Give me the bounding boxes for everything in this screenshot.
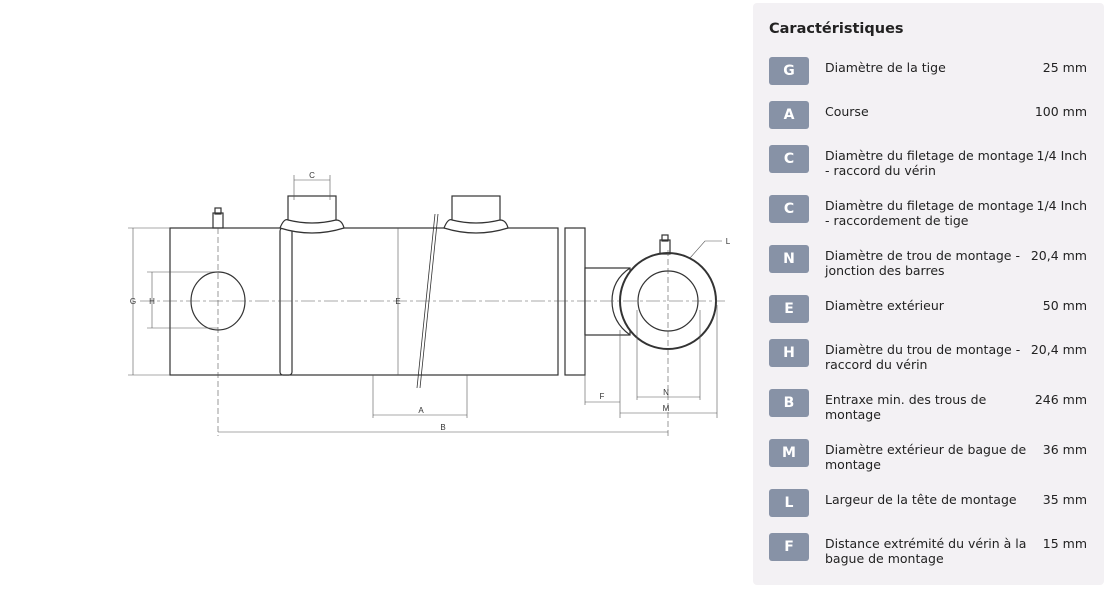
spec-label: Diamètre du trou de montage - raccord du…: [825, 342, 1021, 372]
dim-label-e: E: [395, 297, 400, 306]
spec-code-badge: C: [769, 195, 809, 223]
spec-label: Diamètre du filetage de montage - raccor…: [825, 148, 1034, 178]
spec-value: 100 mm: [1034, 104, 1087, 119]
spec-code-badge: H: [769, 339, 809, 367]
weld-band: [279, 227, 293, 376]
spec-value: 246 mm: [1034, 392, 1087, 407]
spec-code-badge: A: [769, 101, 809, 129]
spec-value: 36 mm: [1042, 442, 1087, 457]
dim-label-b: B: [440, 423, 445, 432]
spec-code-badge: B: [769, 389, 809, 417]
panel-title: Caractéristiques: [769, 21, 904, 37]
spec-code-badge: M: [769, 439, 809, 467]
dim-label-g: G: [130, 297, 136, 306]
spec-value: 1/4 Inch: [1036, 148, 1088, 163]
spec-code-badge: L: [769, 489, 809, 517]
spec-value: 25 mm: [1042, 60, 1087, 75]
spec-label: Entraxe min. des trous de montage: [825, 392, 987, 422]
spec-label: Largeur de la tête de montage: [825, 492, 1017, 507]
spec-label: Diamètre extérieur de bague de montage: [825, 442, 1027, 472]
spec-value: 20,4 mm: [1030, 342, 1087, 357]
dim-label-m: M: [663, 404, 670, 413]
spec-label: Distance extrémité du vérin à la bague d…: [825, 536, 1027, 566]
spec-value: 15 mm: [1042, 536, 1087, 551]
spec-label: Diamètre du filetage de montage - raccor…: [825, 198, 1034, 228]
cylinder-body: [169, 227, 559, 376]
spec-value: 50 mm: [1042, 298, 1087, 313]
characteristics-panel: Caractéristiques G Diamètre de la tige 2…: [753, 3, 1104, 585]
spec-code-badge: G: [769, 57, 809, 85]
spec-value: 20,4 mm: [1030, 248, 1087, 263]
dim-label-a: A: [418, 406, 424, 415]
flange: [564, 227, 586, 376]
spec-code-badge: E: [769, 295, 809, 323]
spec-code-badge: F: [769, 533, 809, 561]
spec-label: Course: [825, 104, 869, 119]
spec-value: 1/4 Inch: [1036, 198, 1088, 213]
dim-label-l: L: [726, 237, 731, 246]
cylinder-technical-drawing: G H C E A B F N M L: [128, 171, 731, 436]
spec-code-badge: N: [769, 245, 809, 273]
spec-label: Diamètre extérieur: [825, 298, 944, 313]
spec-label: Diamètre de la tige: [825, 60, 946, 75]
spec-value: 35 mm: [1042, 492, 1087, 507]
dim-label-f: F: [600, 392, 605, 401]
spec-code-badge: C: [769, 145, 809, 173]
spec-label: Diamètre de trou de montage - jonction d…: [825, 248, 1020, 278]
dim-label-c: C: [309, 171, 315, 180]
dim-label-h: H: [149, 297, 155, 306]
dim-label-n: N: [663, 388, 669, 397]
